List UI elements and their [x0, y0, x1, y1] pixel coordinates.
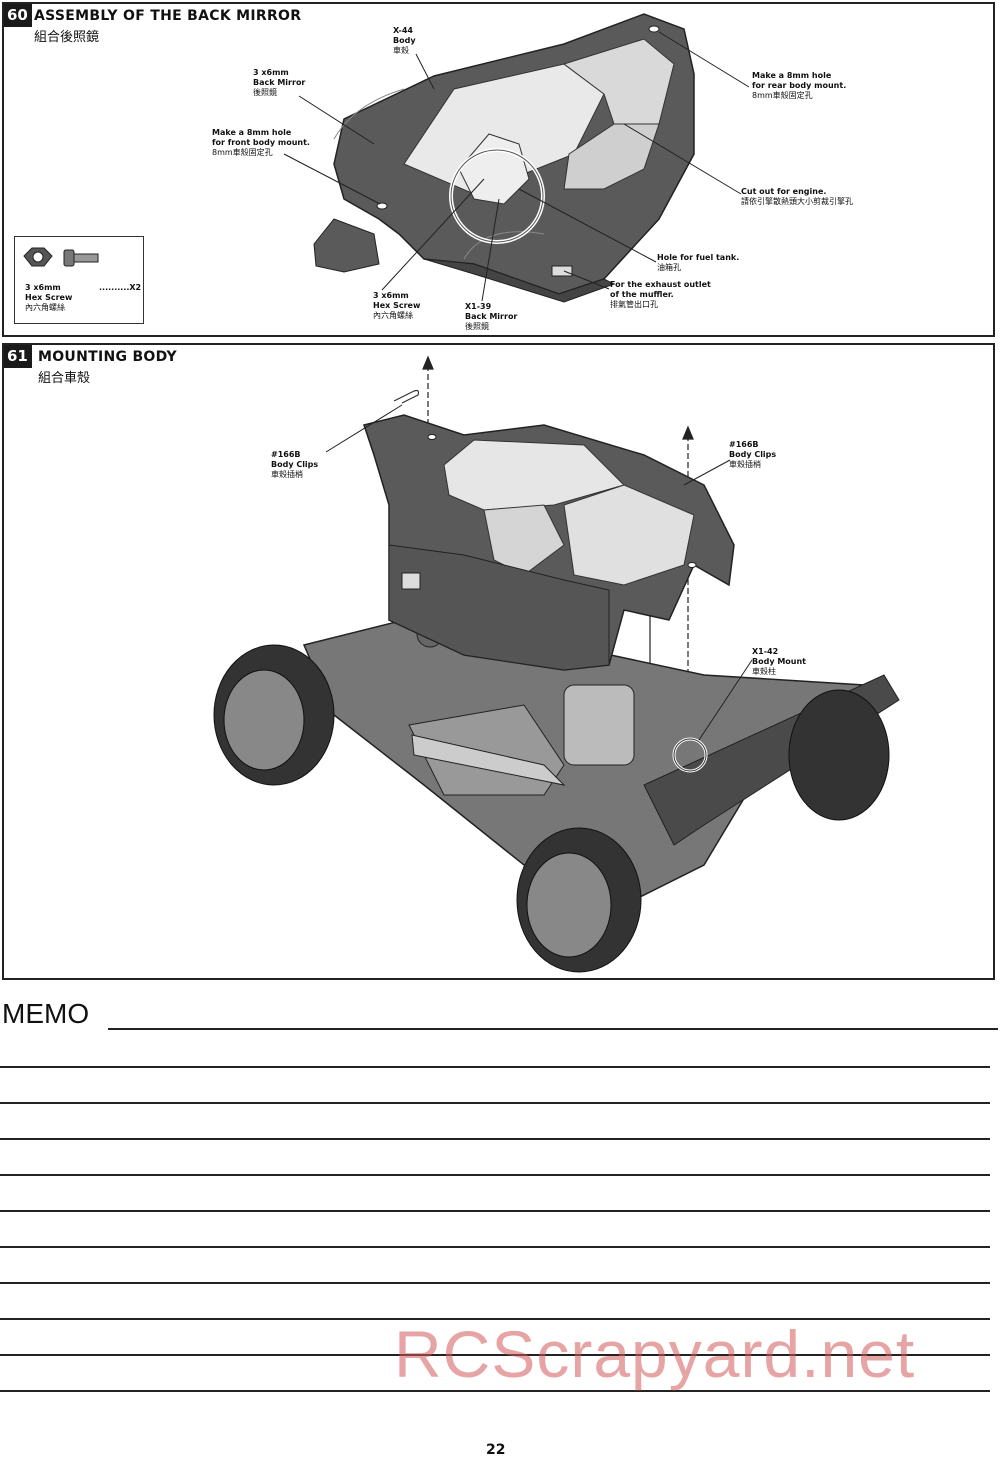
- label-body-mount: X1-42 Body Mount 車殼柱: [752, 647, 806, 676]
- label-back-mirror-screw: 3 x6mm Back Mirror 後照鏡: [253, 68, 306, 97]
- step-60-illustration: [23, 13, 750, 303]
- memo-line: [108, 1028, 998, 1030]
- step-61-illustration: [213, 355, 900, 973]
- parts-box-quantity: ..........X2: [99, 283, 142, 292]
- step-61-panel: 61 MOUNTING BODY 組合車殼 #166B Body Clips 車…: [2, 343, 995, 980]
- leader-lines: [325, 404, 753, 741]
- watermark: RCScrapyard.net: [394, 1317, 916, 1391]
- label-fuel-hole: Hole for fuel tank. 油箱孔: [657, 253, 740, 272]
- label-body-clips-left: #166B Body Clips 車殼插梢: [271, 450, 319, 479]
- label-exhaust: For the exhaust outlet of the muffler. 排…: [610, 280, 711, 309]
- label-back-mirror: X1-39 Back Mirror 後照鏡: [465, 302, 518, 331]
- step-subtitle: 組合車殼: [38, 371, 91, 386]
- wheels: [213, 554, 890, 973]
- memo-line: [0, 1318, 990, 1320]
- memo-line: [0, 1138, 990, 1140]
- memo-line: [0, 1102, 990, 1104]
- label-hex-screw: 3 x6mm Hex Screw 內六角螺絲: [373, 291, 421, 320]
- car-body-shell: [313, 13, 695, 303]
- parts-box: 3 x6mm Hex Screw 內六角螺絲 ..........X2: [14, 236, 144, 324]
- label-engine-cutout: Cut out for engine. 請依引擎散熱頭大小剪裁引擎孔: [741, 187, 853, 206]
- label-rear-hole: Make a 8mm hole for rear body mount. 8mm…: [752, 71, 847, 100]
- memo-line: [0, 1210, 990, 1212]
- memo-line: [0, 1390, 990, 1392]
- step-number: 61: [4, 345, 32, 368]
- parts-box-label: 3 x6mm Hex Screw 內六角螺絲: [25, 283, 73, 312]
- page-number: 22: [486, 1442, 506, 1458]
- step-title: MOUNTING BODY: [38, 349, 177, 365]
- memo-line: [0, 1066, 990, 1068]
- memo-line: [0, 1354, 990, 1356]
- label-front-hole: Make a 8mm hole for front body mount. 8m…: [212, 128, 310, 157]
- step-number: 60: [4, 4, 32, 27]
- car-body-shell: [363, 414, 735, 671]
- hex-screw-icon: [23, 247, 99, 267]
- label-body-clips-right: #166B Body Clips 車殼插梢: [729, 440, 777, 469]
- body-clip-icon: [393, 389, 420, 404]
- memo-line: [0, 1282, 990, 1284]
- memo-label: MEMO: [2, 998, 90, 1029]
- memo-line: [0, 1174, 990, 1176]
- memo-line: [0, 1246, 990, 1248]
- step-title: ASSEMBLY OF THE BACK MIRROR: [34, 8, 302, 24]
- leader-lines: [283, 31, 750, 302]
- step-subtitle: 組合後照鏡: [34, 30, 100, 45]
- label-body: X-44 Body 車殼: [393, 26, 416, 55]
- step-60-panel: 60 ASSEMBLY OF THE BACK MIRROR 組合後照鏡 X-4…: [2, 2, 995, 337]
